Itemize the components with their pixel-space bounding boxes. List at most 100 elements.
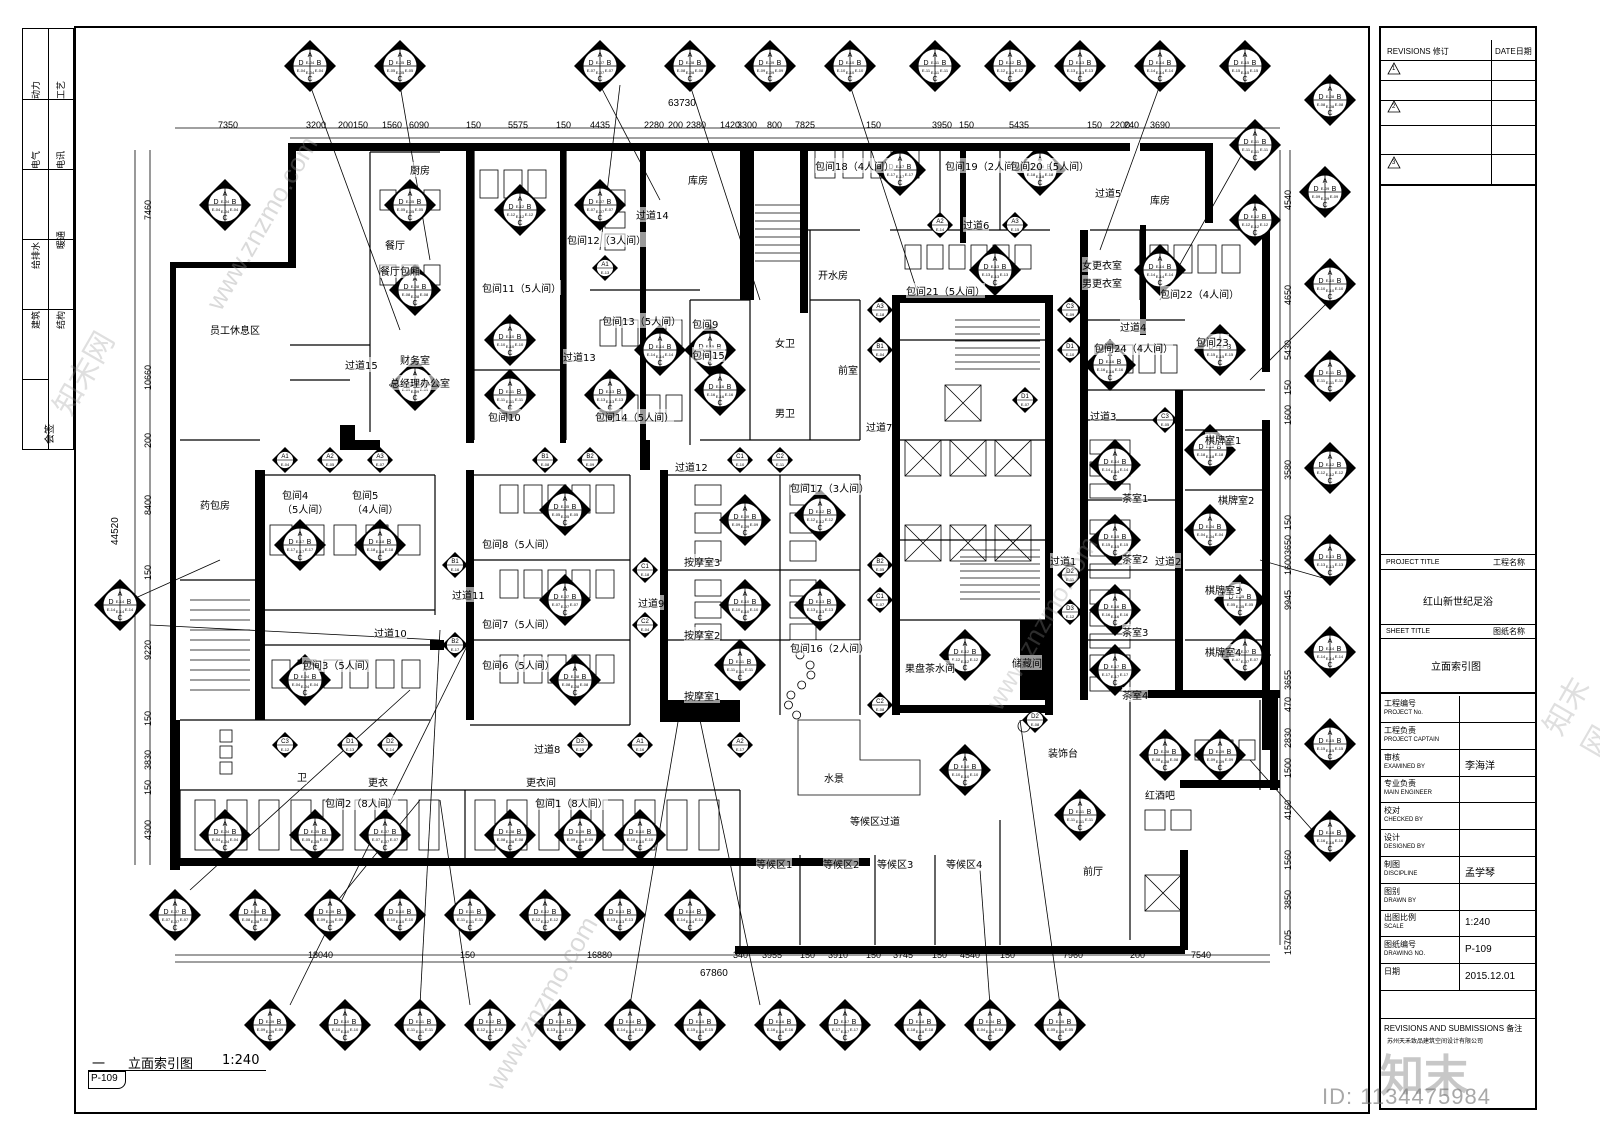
tag-sheet: E-13 [346, 747, 355, 752]
index-symbol-text: D [588, 199, 593, 206]
index-symbol-text: C [717, 400, 722, 407]
room-label-corr14: 过道14 [636, 207, 669, 222]
title-block-separator [1459, 856, 1460, 883]
index-symbol-text: A [743, 506, 748, 513]
room-label-corr4: 过道4 [1120, 319, 1147, 334]
index-symbol-text: E-11 [1076, 809, 1085, 814]
index-symbol-text: E-17 [1120, 672, 1129, 677]
room-label-wc: 卫 [297, 769, 307, 784]
index-symbol-text: E-10 [341, 1029, 350, 1034]
tag-sheet: E-05 [1161, 422, 1170, 427]
tag-letter: A3 [876, 304, 884, 310]
index-symbol-text: D [508, 204, 513, 211]
dimension-value: 6090 [409, 120, 430, 130]
index-symbol-text: B [527, 204, 532, 211]
index-symbol-text: D [1148, 60, 1153, 67]
index-symbol-text: C [1112, 550, 1117, 557]
dimension-value: 5430 [1283, 339, 1293, 360]
index-symbol-text: D [333, 1019, 338, 1026]
index-symbol-text: E-17 [296, 539, 305, 544]
index-symbol-text: C [412, 300, 417, 307]
tag-sheet: E-12 [1066, 614, 1075, 619]
index-symbol-text: D [403, 284, 408, 291]
drawing-title-underline [88, 1070, 266, 1071]
drawing-scale: 1:240 [222, 1053, 260, 1068]
dimension-value: 200 [1130, 950, 1146, 960]
dimension-value: 150 [959, 120, 975, 130]
dimension-value: 150 [143, 710, 153, 726]
index-symbol-text: C [962, 780, 967, 787]
index-symbol-text: B [752, 514, 757, 521]
index-symbol-text: E-15 [1216, 354, 1225, 359]
index-symbol-text: E-18 [1045, 172, 1054, 177]
dimension-value: 5575 [508, 120, 529, 130]
wall-segment [900, 705, 1050, 713]
tag-sheet: E-09 [1066, 312, 1075, 317]
tag-sheet: E-17 [451, 647, 460, 652]
index-symbol-text: E-18 [1206, 454, 1215, 459]
index-symbol-text: B [1167, 60, 1172, 67]
index-symbol-text: E-10 [741, 599, 750, 604]
index-symbol-text: C [1217, 360, 1222, 367]
dimension-value: 4160 [1283, 799, 1293, 820]
index-symbol-text: B [1337, 830, 1342, 837]
index-symbol-text: E-09 [585, 837, 594, 842]
dimension-value: 3745 [893, 950, 914, 960]
index-symbol-text: D [908, 1019, 913, 1026]
tag-letter: D2 [386, 739, 394, 745]
index-symbol-text: C [312, 845, 317, 852]
index-symbol-text: E-10 [645, 837, 654, 842]
index-symbol-text: E-14 [686, 909, 695, 914]
index-symbol-text: E-11 [466, 909, 475, 914]
index-symbol-text: C [1252, 230, 1257, 237]
wall-segment [660, 700, 740, 722]
index-symbol-text: E-05 [406, 199, 415, 204]
index-symbol-text: D [568, 829, 573, 836]
room-label-storage1: 库房 [688, 172, 708, 187]
index-symbol-text: E-10 [961, 764, 970, 769]
index-symbol-text: E-08 [251, 919, 260, 924]
massage-bed [1144, 809, 1166, 831]
room-label-corr10: 过道10 [374, 625, 407, 640]
single-elevation-tag: C1E-10 [727, 447, 753, 473]
index-symbol-text: E-16 [776, 1029, 785, 1034]
index-symbol-text: A [1253, 131, 1258, 138]
drawing-sheet-no: P-109 [91, 1073, 118, 1084]
tag-sheet: E-18 [876, 312, 885, 317]
tag-letter: C2 [776, 454, 784, 460]
index-symbol-text: E-10 [387, 917, 396, 922]
single-elevation-tag: B1E-04 [867, 337, 893, 363]
dimension-value: 3580 [1283, 459, 1293, 480]
index-symbol-text: D [608, 909, 613, 916]
index-symbol-text: D [1198, 444, 1203, 451]
index-symbol-text: E-05 [1245, 602, 1254, 607]
room-label-corr5: 过道5 [1095, 185, 1122, 200]
wall-segment [1205, 143, 1213, 223]
room-label-room24: 包间24（4人间） [1094, 340, 1174, 355]
index-symbol-text: C [1112, 680, 1117, 687]
index-symbol-text: D [293, 674, 298, 681]
index-symbol-text: C [407, 215, 412, 222]
index-symbol-text: A [268, 1011, 273, 1018]
index-symbol-text: E-11 [457, 917, 466, 922]
room-label-room5: 包间5 [352, 487, 379, 502]
massage-bed [397, 524, 421, 556]
index-leader-line [629, 709, 681, 1006]
wall-segment [1175, 390, 1183, 690]
index-symbol-text: C [267, 1035, 272, 1042]
dimension-value: 4540 [960, 950, 981, 960]
index-symbol-text: B [972, 764, 977, 771]
index-symbol-text: B [1337, 370, 1342, 377]
massage-bed [1197, 244, 1217, 274]
index-symbol-text: C [1107, 375, 1112, 382]
index-symbol-text: E-07 [381, 839, 390, 844]
index-symbol-text: E-13 [547, 1027, 556, 1032]
index-symbol-text: E-09 [750, 522, 759, 527]
room-label-corr7: 过道7 [866, 419, 893, 434]
